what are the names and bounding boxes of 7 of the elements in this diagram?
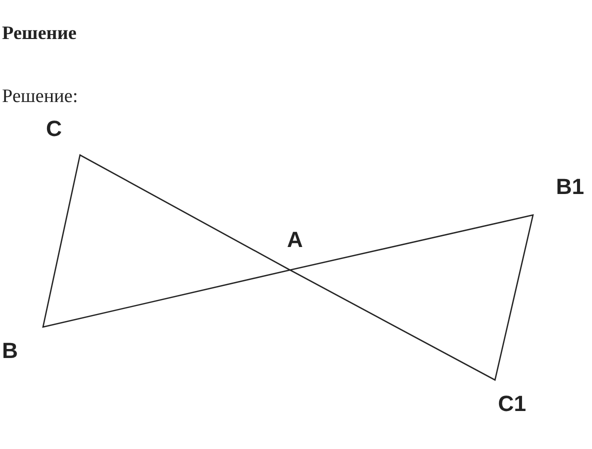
heading: Решение:	[2, 87, 78, 106]
point-label: B1	[556, 176, 584, 198]
point-label: B	[2, 340, 18, 362]
point-label: C	[46, 118, 62, 140]
point-label: A	[287, 229, 303, 251]
heading: Решение	[2, 24, 77, 43]
point-label: C1	[498, 393, 526, 415]
